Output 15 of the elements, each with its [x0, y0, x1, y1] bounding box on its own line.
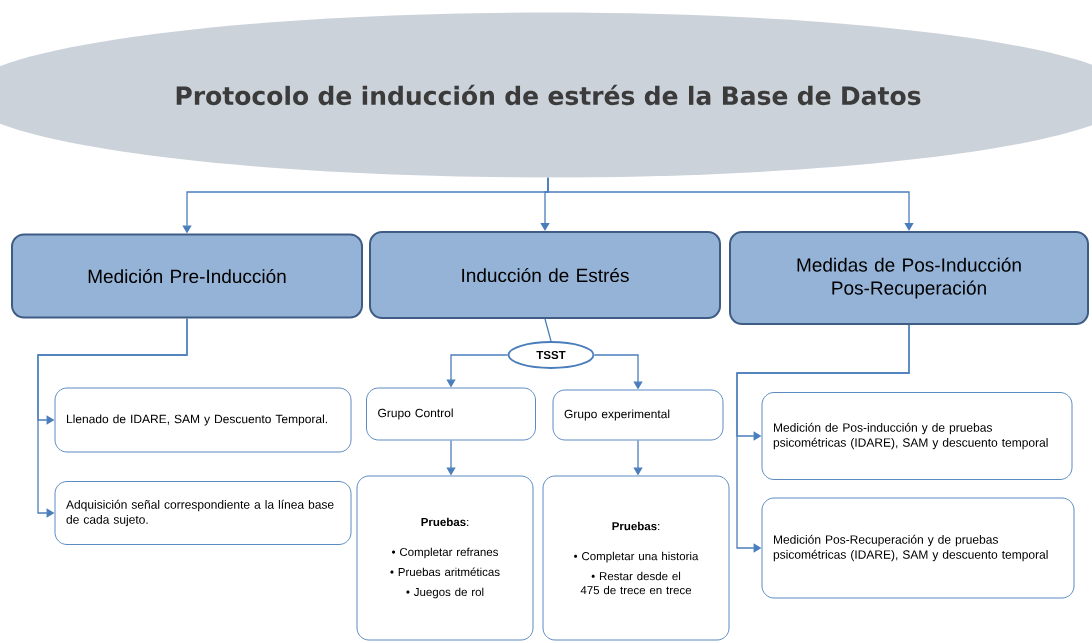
- method-oval: TSST: [507, 341, 595, 369]
- arrow: [37, 317, 188, 518]
- text-box: Grupo experimental: [552, 389, 724, 441]
- text-box: Grupo Control: [366, 387, 536, 441]
- arrow: [736, 324, 910, 553]
- text-box: Adquisición señal correspondiente a la línea base de cada sujeto.: [54, 481, 352, 545]
- stage-box: Inducción de Estrés: [369, 231, 721, 319]
- text-box: Medición de Pos-inducción y de pruebas psicométricas (IDARE), SAM y descuento temporal: [761, 392, 1073, 480]
- task-list-box: Pruebas: • Completar refranes • Pruebas aritméticas • Juegos de rol: [356, 475, 534, 641]
- task-list-box: Pruebas: • Completar una historia • Restar desde el 475 de trece en trece: [542, 475, 730, 641]
- text-box: Medición Pos-Recuperación y de pruebas psicométricas (IDARE), SAM y descuento temporal: [761, 497, 1075, 599]
- text-box: Llenado de IDARE, SAM y Descuento Temporal.: [54, 387, 352, 453]
- stage-box: Medición Pre-Inducción: [11, 233, 363, 319]
- arrow: [547, 177, 914, 231]
- stage-box: Medidas de Pos-Inducción Pos-Recuperación: [729, 231, 1089, 325]
